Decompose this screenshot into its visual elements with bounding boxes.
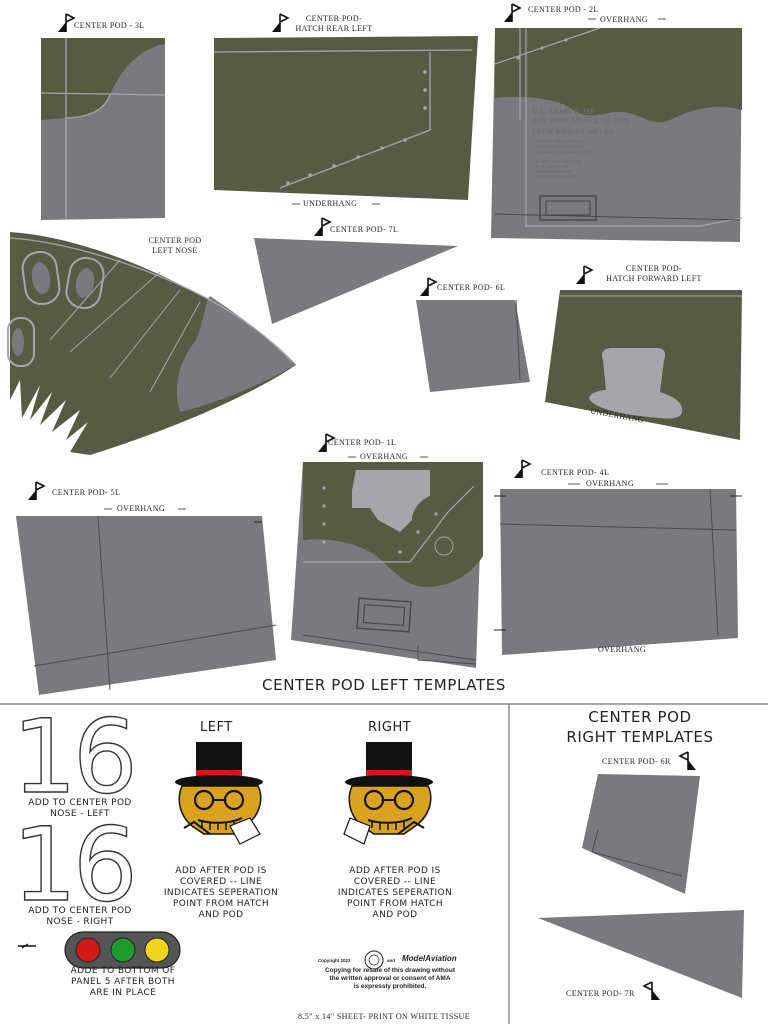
label-hatch-forward-left-line1: CENTER POD- xyxy=(625,264,683,273)
decal-number-right: 16 xyxy=(11,806,138,925)
stencil-small-7: EMERGENCY ACTION xyxy=(536,174,580,179)
note-after-pod-right: ADD AFTER POD IS COVERED -- LINE INDICAT… xyxy=(332,866,458,921)
ama-seal xyxy=(364,950,384,970)
panel-hatch-forward-left xyxy=(545,265,742,440)
label-hatch-forward-left-line2: HATCH FORWARD LEFT xyxy=(606,274,702,283)
label-pod-5l: CENTER POD- 5L xyxy=(52,488,121,497)
label-pod-3l: CENTER POD - 3L xyxy=(74,21,145,30)
panel-4l xyxy=(494,459,742,655)
note-after-pod-right-line5: AND POD xyxy=(372,910,418,920)
note-after-pod-right-line4: POINT FROM HATCH xyxy=(346,899,444,909)
note-after-pod-right-line1: ADD AFTER POD IS xyxy=(349,866,441,876)
note-lights-line1: ADDE TO BOTTOM OF xyxy=(70,966,176,976)
stencil-small-0: SERVICE THIS AIRPLANE xyxy=(536,139,586,144)
label-left-nose-line2: LEFT NOSE xyxy=(152,246,198,255)
note-after-pod-left: ADD AFTER POD IS COVERED -- LINE INDICAT… xyxy=(158,866,284,921)
note-nose-left-line1: ADD TO CENTER POD xyxy=(28,798,132,808)
stencil-line1: U.S. ARMY P-38F xyxy=(532,107,595,116)
label-hatch-rear-left-line1: CENTER POD- xyxy=(305,14,363,23)
title-right-line2: RIGHT TEMPLATES xyxy=(566,728,714,746)
label-pod-7l: CENTER POD- 7L xyxy=(330,225,399,234)
copyright-line4: is expressly prohibited. xyxy=(353,983,427,990)
stencil-small-4: IF NOT AVAILABLE USE xyxy=(536,159,582,164)
stencil-small-2: SUITABLE FOR SUBSTITUTE xyxy=(536,149,592,154)
panel-5l xyxy=(16,481,277,695)
label-left-nose-line1: CENTER POD xyxy=(148,236,202,245)
note-after-pod-left-line1: ADD AFTER POD IS xyxy=(175,866,267,876)
note-after-pod-left-line2: COVERED -- LINE xyxy=(179,877,263,887)
note-after-pod-right-line3: INDICATES SEPERATION xyxy=(337,888,453,898)
panel-hatch-rear-left xyxy=(213,13,478,205)
label-pod-1l: CENTER POD- 1L xyxy=(328,438,397,447)
note-nose-right-line2: NOSE - RIGHT xyxy=(46,917,114,927)
panel-6l xyxy=(416,277,530,392)
note-after-pod-left-line4: POINT FROM HATCH xyxy=(172,899,270,909)
note-nose-left-line2: NOSE - LEFT xyxy=(50,809,110,819)
note-nose-right-line1: ADD TO CENTER POD xyxy=(28,906,132,916)
stencil-line2: AIR FORCES SER. 12-2022 xyxy=(532,116,630,125)
label-overhang-5l: OVERHANG xyxy=(117,504,166,513)
decal-number-left: 16 xyxy=(11,698,138,817)
label-pod-2l: CENTER POD - 2L xyxy=(528,5,599,14)
panel-6r xyxy=(582,751,700,894)
note-after-pod-left-line3: INDICATES SEPERATION xyxy=(163,888,279,898)
indicator-lights xyxy=(18,931,181,969)
label-overhang-2l: OVERHANG xyxy=(600,15,649,24)
note-nose-right: ADD TO CENTER POD NOSE - RIGHT xyxy=(20,906,140,928)
note-lights-line3: ARE IN PLACE xyxy=(89,988,157,998)
panel-left-nose xyxy=(7,232,296,455)
note-lights-line2: PANEL 5 AFTER BOTH xyxy=(71,977,175,987)
panel-7l xyxy=(254,217,458,324)
panel-1l xyxy=(291,433,483,668)
label-left-nose: CENTER POD LEFT NOSE xyxy=(135,236,215,256)
label-pod-7r: CENTER POD- 7R xyxy=(566,989,635,998)
label-pod-6l: CENTER POD- 6L xyxy=(437,283,506,292)
title-right-templates: CENTER POD RIGHT TEMPLATES xyxy=(540,707,740,747)
label-hatch-forward-left: CENTER POD- HATCH FORWARD LEFT xyxy=(594,264,714,284)
label-pod-4l: CENTER POD- 4L xyxy=(541,468,610,477)
copyright-and: and xyxy=(387,958,396,963)
title-right-line1: CENTER POD xyxy=(588,708,692,726)
stencil-small-1: WITH 100 OCTANE FUEL xyxy=(536,144,584,149)
label-overhang-4l: OVERHANG xyxy=(586,479,635,488)
footer-note: 8.5" x 14" SHEET- PRINT ON WHITE TISSUE xyxy=(297,1012,471,1021)
label-overhang-4l-bottom: OVERHANG xyxy=(598,645,647,654)
panel-7r xyxy=(538,910,744,1001)
stencil-line3: CREW WEIGHT 200 LBS. xyxy=(532,128,615,136)
note-after-pod-right-line2: COVERED -- LINE xyxy=(353,877,437,887)
copyright-line2: Copying for resale of this drawing witho… xyxy=(324,967,455,974)
title-left-templates: CENTER POD LEFT TEMPLATES xyxy=(262,676,506,694)
label-overhang-1l: OVERHANG xyxy=(360,452,409,461)
stencil-small-6: CONSULTED FOR xyxy=(536,169,570,174)
mascot-right xyxy=(343,742,433,845)
label-pod-6r: CENTER POD- 6R xyxy=(602,757,671,766)
label-right: RIGHT xyxy=(368,720,412,735)
label-hatch-rear-left-line2: HATCH REAR LEFT xyxy=(295,24,373,33)
copyright-notice: Copying for resale of this drawing witho… xyxy=(310,967,470,991)
note-lights: ADDE TO BOTTOM OF PANEL 5 AFTER BOTH ARE… xyxy=(60,966,186,999)
copyright-year: Copyright 2023 xyxy=(318,958,351,963)
mascot-left xyxy=(175,742,263,845)
label-underhang-rear: UNDERHANG xyxy=(303,199,358,208)
model-aviation-logo: ModelAviation xyxy=(402,954,457,963)
label-left: LEFT xyxy=(200,720,233,735)
note-after-pod-left-line5: AND POD xyxy=(198,910,244,920)
stencil-small-5: 91 OCTANE FUEL xyxy=(536,164,570,169)
copyright-line3: the written approval or consent of AMA xyxy=(329,975,451,982)
panel-2l xyxy=(491,3,743,242)
panel-3l xyxy=(40,13,166,220)
note-nose-left: ADD TO CENTER POD NOSE - LEFT xyxy=(20,798,140,820)
stencil-small: SERVICE THIS AIRPLANE WITH 100 OCTANE FU… xyxy=(536,139,592,179)
label-hatch-rear-left: CENTER POD- HATCH REAR LEFT xyxy=(286,14,382,34)
